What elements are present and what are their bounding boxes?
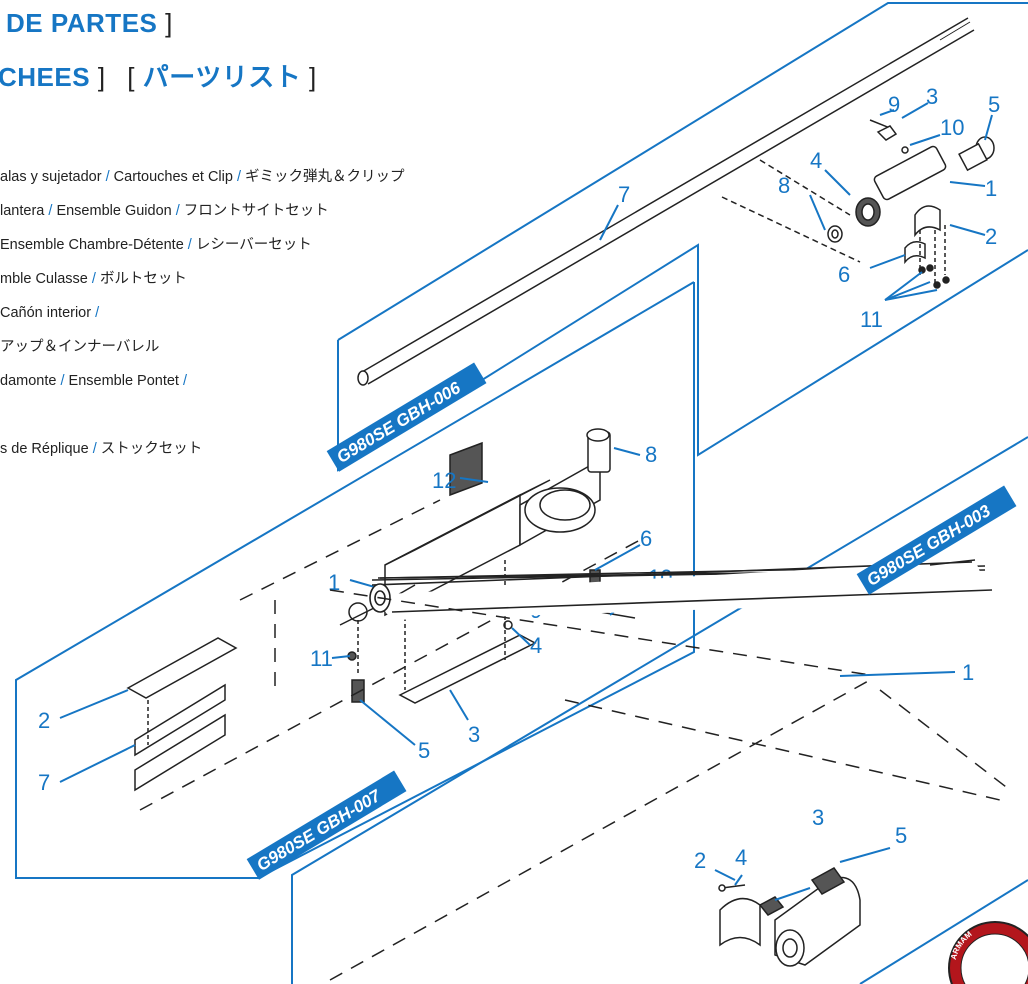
parts-title-text-1: DE PARTES: [6, 8, 158, 38]
callout-5: 5: [988, 92, 1000, 117]
legend-row: alas y sujetador / Cartouches et Clip / …: [0, 160, 405, 194]
legend-jp: レシーバーセット: [195, 237, 312, 253]
dash-outline-007: [139, 499, 641, 811]
outer-barrel: [357, 17, 975, 386]
callout-11: 11: [860, 307, 883, 332]
legend-es: alas y sujetador: [0, 169, 102, 185]
legend-es: damonte: [0, 373, 57, 389]
legend-fr: Ensemble Guidon: [56, 203, 172, 219]
legend-sep: /: [175, 203, 180, 219]
legend-sep: /: [187, 237, 192, 253]
jp-title: パーツリスト: [142, 62, 302, 92]
parts-title-line1: DE PARTES ]: [6, 8, 173, 39]
callout-8: 8: [645, 442, 657, 467]
front-sight-assembly: [721, 119, 995, 289]
legend-jp: アップ＆インナーバレル: [0, 339, 160, 355]
legend-es: lantera: [0, 203, 45, 219]
legend-es: Cañón interior: [0, 305, 92, 321]
bracket-2: ]: [97, 62, 106, 92]
armament-seal-logo: ARMAM: [948, 921, 1028, 984]
legend-sep: /: [183, 373, 188, 389]
callout-2: 2: [985, 224, 997, 249]
legend-row: Cañón interior /: [0, 296, 405, 330]
callout-10: 10: [940, 115, 964, 140]
bracket-4: ]: [308, 62, 317, 92]
callout-6: 6: [838, 262, 850, 287]
callout-7: 7: [618, 182, 630, 207]
leader-lines-006: [599, 102, 993, 301]
legend-jp: ストックセット: [100, 441, 203, 457]
legend-jp: フロントサイトセット: [183, 203, 329, 219]
legend-fr: s de Réplique: [0, 441, 89, 457]
callout-9: 9: [888, 92, 900, 117]
callout-6: 6: [640, 526, 652, 551]
callout-3: 3: [468, 722, 480, 747]
legend-sep: /: [95, 305, 100, 321]
legend-sep: /: [48, 203, 53, 219]
legend-sep: /: [91, 271, 96, 287]
callout-1: 1: [985, 176, 997, 201]
legend-sep: /: [105, 169, 110, 185]
panel-gbh007: 8 12 6 1 10 9 4 11 2 5 3 7 G980SE GBH-00…: [15, 281, 695, 880]
callout-1: 1: [328, 570, 340, 595]
bracket-3: [: [127, 62, 136, 92]
code-text-006: G980SE GBH-006: [333, 378, 464, 467]
callout-4: 4: [810, 148, 822, 173]
legend-row: アップ＆インナーバレル: [0, 330, 405, 364]
callouts-006: 9 3 10 5 4 1 8 7 2 6 11: [618, 84, 1000, 332]
callout-4: 4: [530, 633, 542, 658]
leader-lines-003: [714, 671, 956, 901]
trigger-guard-assembly: [126, 428, 636, 792]
legend-fr: Ensemble Pontet: [68, 373, 179, 389]
parts-title-line2: CHEES ] [ パーツリスト ]: [0, 57, 317, 94]
legend-fr: Cartouches et Clip: [113, 169, 233, 185]
callout-7: 7: [38, 770, 50, 795]
callout-11: 11: [310, 646, 333, 671]
legend-row: damonte / Ensemble Pontet /: [0, 364, 405, 398]
callout-5: 5: [418, 738, 430, 763]
legend-row: Ensemble Chambre-Détente / レシーバーセット: [0, 228, 405, 262]
parts-title-text-2: CHEES: [0, 62, 91, 92]
callout-2: 2: [38, 708, 50, 733]
inner-barrel-shaft: [369, 559, 993, 620]
callout-4: 4: [735, 845, 747, 870]
callout-3: 3: [926, 84, 938, 109]
callout-12: 12: [432, 468, 456, 493]
legend-jp: ボルトセット: [99, 271, 187, 287]
legend-fr: Ensemble Chambre-Détente: [0, 237, 184, 253]
parts-legend: alas y sujetador / Cartouches et Clip / …: [0, 160, 405, 466]
callout-3: 3: [812, 805, 824, 830]
legend-sep: /: [236, 169, 241, 185]
hopup-chamber: [718, 867, 861, 967]
callout-1: 1: [962, 660, 974, 685]
callout-5: 5: [895, 823, 907, 848]
panel-gbh003: 1 4 3 5 2 G980SE GBH-003: [291, 436, 1028, 984]
legend-row: mble Culasse / ボルトセット: [0, 262, 405, 296]
bracket-1: ]: [165, 8, 173, 38]
code-badge-007: G980SE GBH-007: [246, 770, 407, 880]
callout-2: 2: [694, 848, 706, 873]
callouts-003: 1 4 3 5 2: [694, 660, 974, 873]
legend-fr: mble Culasse: [0, 271, 88, 287]
legend-sep: /: [60, 373, 65, 389]
panel-gbh006: 9 3 10 5 4 1 8 7 2 6 11 G980SE GBH-006: [326, 2, 1028, 472]
legend-row: s de Réplique / ストックセット: [0, 432, 405, 466]
legend-jp: ギミック弾丸＆クリップ: [245, 169, 405, 185]
dash-outline-003: [329, 589, 1011, 981]
legend-row: lantera / Ensemble Guidon / フロントサイトセット: [0, 194, 405, 228]
code-text-007: G980SE GBH-007: [253, 785, 385, 875]
leader-lines-007: [59, 447, 646, 783]
callout-8: 8: [778, 173, 790, 198]
legend-sep: /: [92, 441, 97, 457]
